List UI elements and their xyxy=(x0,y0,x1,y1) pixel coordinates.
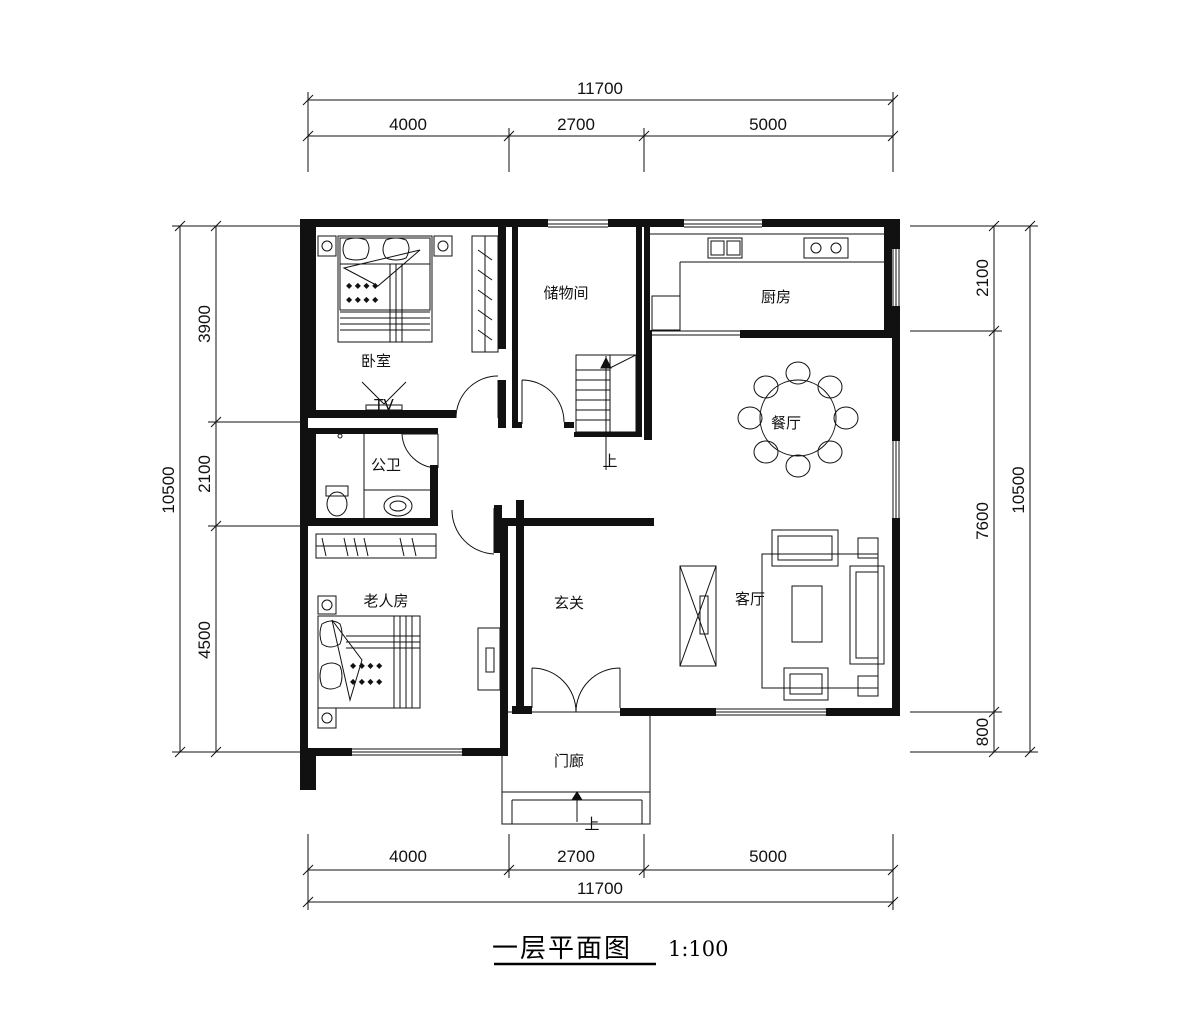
room-label-elder-room: 老人房 xyxy=(363,592,408,610)
dining-table-icon xyxy=(737,361,859,478)
dim-top-total: 11700 xyxy=(577,79,623,98)
room-label-foyer: 玄关 xyxy=(554,594,584,612)
dim-top-seg-2: 2700 xyxy=(557,115,595,134)
tv-label: TV xyxy=(373,396,394,414)
svg-text:◆ ◆ ◆ ◆: ◆ ◆ ◆ ◆ xyxy=(346,295,379,304)
room-label-living: 客厅 xyxy=(735,590,765,608)
dim-right-total: 10500 xyxy=(1009,466,1028,513)
kitchen-counter-icon xyxy=(650,233,884,331)
bed-icon: ◆ ◆ ◆ ◆ ◆ ◆ ◆ ◆ xyxy=(317,235,453,343)
dim-bottom-seg-2: 2700 xyxy=(557,847,595,866)
sofa-set-icon xyxy=(761,529,885,701)
porch-up-label: 上 xyxy=(584,815,599,833)
dim-right-seg-3: 800 xyxy=(973,718,992,746)
room-label-porch: 门廊 xyxy=(554,752,584,770)
dim-bottom-seg-3: 5000 xyxy=(749,847,787,866)
elder-wardrobe-icon xyxy=(315,533,437,559)
dim-left-seg-1: 3900 xyxy=(195,305,214,343)
elder-bed-icon: ◆ ◆ ◆ ◆ ◆ ◆ ◆ ◆ xyxy=(317,595,421,729)
room-label-kitchen: 厨房 xyxy=(761,288,791,306)
dim-left-total: 10500 xyxy=(159,466,178,513)
dimension-lines-top xyxy=(302,92,899,172)
dim-right-seg-2: 7600 xyxy=(973,502,992,540)
plan-scale: 1:100 xyxy=(668,937,729,961)
bathroom-fixtures xyxy=(325,433,430,518)
stair-up-label: 上 xyxy=(602,452,617,470)
dimension-lines-right xyxy=(910,220,1038,758)
walls xyxy=(300,219,900,790)
dim-bottom-seg-1: 4000 xyxy=(389,847,427,866)
dim-right-seg-1: 2100 xyxy=(973,259,992,297)
windows xyxy=(352,219,900,756)
svg-text:◆ ◆ ◆ ◆: ◆ ◆ ◆ ◆ xyxy=(350,677,383,686)
svg-text:◆ ◆ ◆ ◆: ◆ ◆ ◆ ◆ xyxy=(346,281,379,290)
room-label-bedroom: 卧室 xyxy=(361,352,391,370)
doors xyxy=(401,375,621,713)
svg-text:◆ ◆ ◆ ◆: ◆ ◆ ◆ ◆ xyxy=(350,661,383,670)
wardrobe-icon xyxy=(471,235,499,353)
dim-bottom-total: 11700 xyxy=(577,879,623,898)
elder-tv-cabinet-icon xyxy=(477,627,501,691)
dim-top-seg-1: 4000 xyxy=(389,115,427,134)
room-label-storage: 储物间 xyxy=(543,284,588,302)
room-label-bathroom: 公卫 xyxy=(371,456,401,474)
dimension-lines-bottom xyxy=(302,834,899,910)
stairs xyxy=(575,354,637,470)
tv-icon xyxy=(361,381,407,411)
porch-steps xyxy=(501,711,651,825)
room-label-dining: 餐厅 xyxy=(771,414,801,432)
dim-top-seg-3: 5000 xyxy=(749,115,787,134)
dimension-lines-left xyxy=(172,220,300,758)
living-tv-cabinet-icon xyxy=(679,565,717,667)
plan-title: 一层平面图 xyxy=(492,934,632,964)
dim-left-seg-2: 2100 xyxy=(195,455,214,493)
dim-left-seg-3: 4500 xyxy=(195,621,214,659)
